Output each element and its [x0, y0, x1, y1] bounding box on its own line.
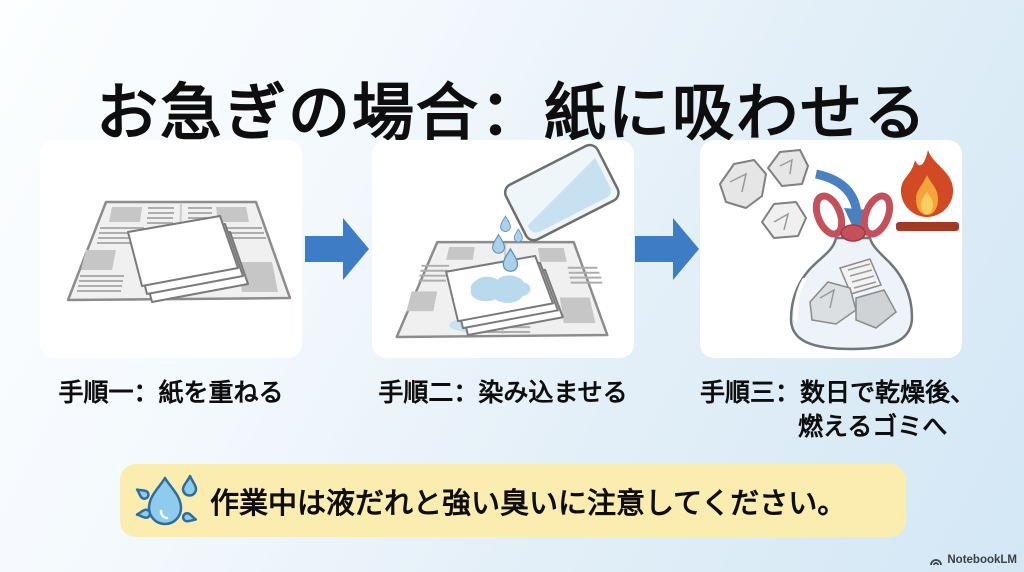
- bag-tie-red: [812, 192, 894, 238]
- crumpled-paper-into-trash-bag-illustration: [719, 149, 959, 351]
- caution-note: 作業中は液だれと強い臭いに注意してください。: [120, 464, 906, 537]
- fire-bar: [896, 222, 959, 231]
- step-arrow-gap: [634, 140, 700, 358]
- wet-spot-on-paper: [470, 275, 531, 303]
- step-2-card: [372, 140, 634, 358]
- pouring-container: [503, 143, 620, 242]
- flame-icon: [896, 150, 959, 231]
- newspaper-with-paper-stack-illustration: [66, 200, 292, 303]
- notebooklm-watermark-text: NotebookLM: [947, 554, 1017, 566]
- bag-contents: [809, 258, 897, 329]
- arrow-right-icon: [635, 218, 699, 280]
- step-3-label-line-1: 手順三：数日で乾燥後、: [700, 379, 976, 407]
- water-droplets-icon: [135, 474, 198, 525]
- step-labels: 手順一：紙を重ねる 手順二：染み込ませる 手順三：数日で乾燥後、 燃えるゴミへ: [40, 376, 975, 444]
- steps-row: [40, 140, 962, 358]
- crumpled-paper-balls: [719, 149, 809, 239]
- step-arrow-gap: [302, 140, 372, 358]
- falling-droplets: [492, 215, 523, 272]
- arrow-right-icon: [305, 218, 369, 280]
- curved-arrow-into-bag: [814, 169, 862, 215]
- caution-note-text: 作業中は液だれと強い臭いに注意してください。: [210, 487, 847, 520]
- pouring-liquid-onto-paper-illustration: [395, 143, 620, 339]
- step-3-card: [700, 140, 962, 358]
- step-1-card: [40, 140, 302, 358]
- step-3-label-line-2: 燃えるゴミへ: [798, 413, 948, 441]
- page-title: お急ぎの場合：紙に吸わせる: [95, 78, 928, 148]
- step-1-label: 手順一：紙を重ねる: [58, 379, 284, 407]
- bag-knot: [840, 224, 866, 242]
- trash-bag: [789, 192, 914, 351]
- notebooklm-watermark: NotebookLM: [929, 554, 1017, 566]
- step-2-label: 手順二：染み込ませる: [378, 379, 628, 407]
- paper-stack: [127, 215, 249, 303]
- notebooklm-logo-icon: [930, 558, 943, 565]
- step-3-label: 手順三：数日で乾燥後、 燃えるゴミへ: [700, 376, 975, 444]
